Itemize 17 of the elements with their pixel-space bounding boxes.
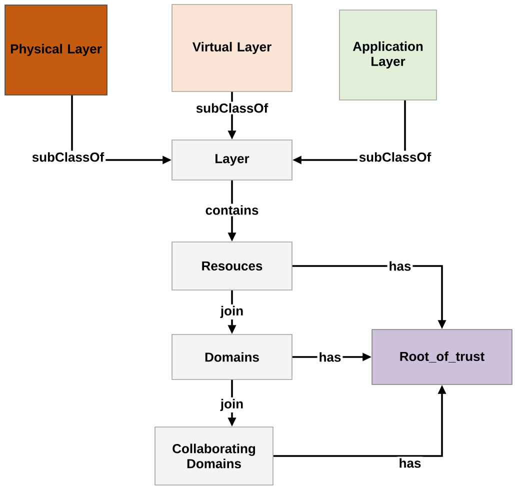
edge-label: subClassOf — [194, 102, 270, 114]
box: Resouces — [172, 242, 292, 290]
box: Collaborating Domains — [154, 426, 274, 486]
edge-label: join — [218, 304, 246, 320]
box: Virtual Layer — [172, 4, 292, 92]
edge-label: subClassOf — [357, 150, 433, 164]
edge-label: subClassOf — [30, 150, 106, 164]
box: Layer — [172, 140, 292, 180]
edge-label: has — [317, 350, 343, 364]
edge-label: has — [387, 260, 413, 272]
box: Application Layer — [339, 10, 437, 100]
box: Root_of_trust — [372, 329, 512, 385]
edge-label: has — [397, 456, 423, 470]
edge-label: contains — [204, 204, 260, 216]
box: Physical Layer — [4, 4, 108, 96]
edge-label: join — [218, 397, 246, 413]
box: Domains — [172, 334, 292, 380]
